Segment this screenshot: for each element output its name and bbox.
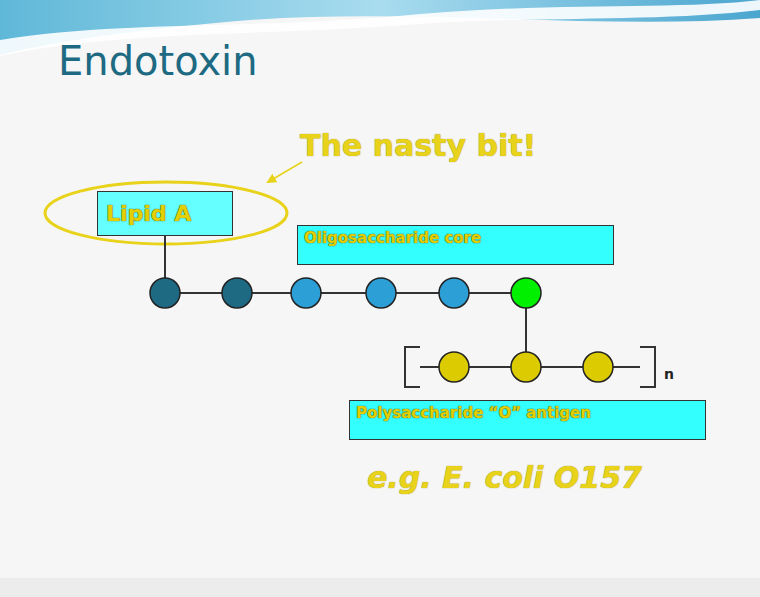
box-label: Lipid A: [106, 201, 224, 226]
sugar-circle: [222, 278, 252, 308]
label-box: Oligosaccharide core: [297, 225, 614, 265]
highlight-ellipse: [45, 182, 287, 244]
sugar-circle: [439, 352, 469, 382]
slide-title: Endotoxin: [58, 38, 258, 84]
repeat-bracket: [640, 347, 655, 387]
callout-arrow: [268, 162, 302, 182]
label-box: Lipid A: [97, 191, 233, 236]
sugar-circle: [511, 352, 541, 382]
sugar-circle: [366, 278, 396, 308]
sugar-circle: [291, 278, 321, 308]
bond-line: [165, 292, 526, 294]
bottom-strip: [0, 578, 760, 597]
label-box: Polysaccharide “O” antigen: [349, 400, 706, 440]
callout-text: The nasty bit!: [300, 128, 536, 163]
sugar-circle: [439, 278, 469, 308]
box-label: Oligosaccharide core: [304, 229, 607, 247]
box-label: Polysaccharide “O” antigen: [356, 404, 699, 422]
sugar-circle: [583, 352, 613, 382]
callout-text: e.g. E. coli O157: [367, 460, 642, 495]
repeat-bracket: [405, 347, 420, 387]
repeat-count: n: [664, 366, 674, 382]
sugar-circle: [511, 278, 541, 308]
sugar-circle: [150, 278, 180, 308]
